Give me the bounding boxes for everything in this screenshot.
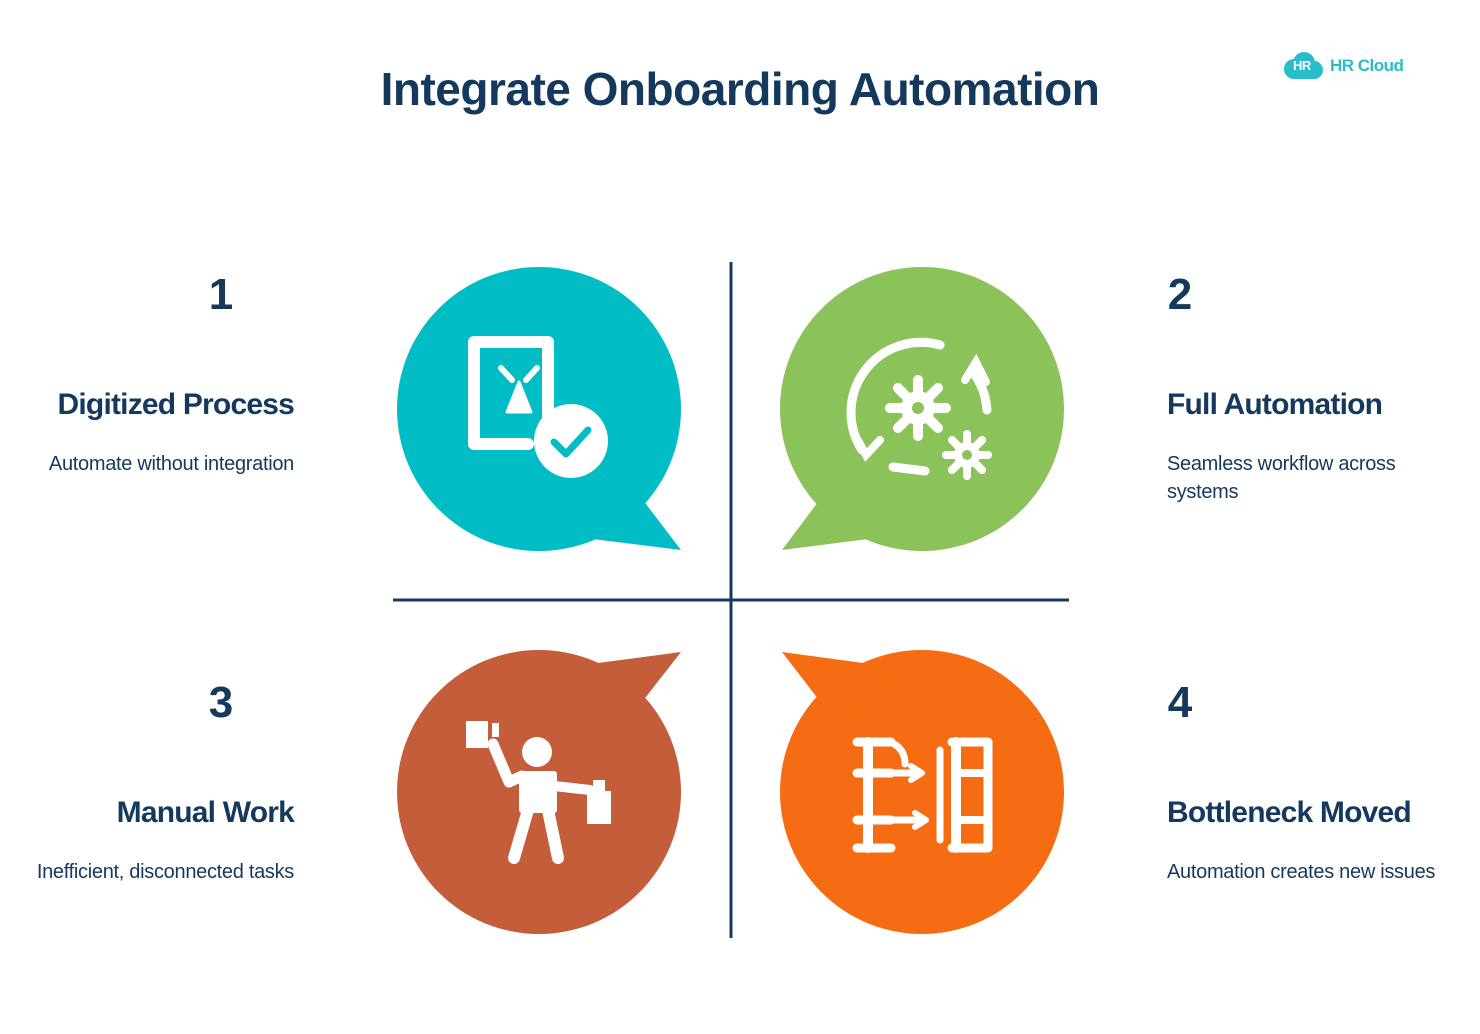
logo-text: HR Cloud	[1330, 56, 1404, 75]
quadrant-1-heading: Digitized Process	[57, 388, 295, 421]
quadrant-3-number: 3	[208, 678, 234, 727]
quadrant-3-heading: Manual Work	[116, 796, 295, 829]
page-title: Integrate Onboarding Automation	[380, 63, 1100, 115]
document-check-icon	[468, 336, 608, 478]
quadrant-4-heading: Bottleneck Moved	[1167, 796, 1412, 829]
person-lifting-boxes-icon	[466, 721, 611, 864]
cloud-logo-icon	[1284, 52, 1323, 79]
quadrant-2-description: Seamless workflow across systems	[1167, 453, 1396, 503]
quadrant-4-bubble	[780, 650, 1064, 934]
gears-cycle-icon	[846, 337, 992, 480]
flow-transfer-icon	[852, 737, 993, 853]
quadrant-2-number: 2	[1167, 270, 1193, 319]
hr-cloud-logo: HR HR Cloud	[1282, 50, 1432, 84]
quadrant-3-description: Inefficient, disconnected tasks	[36, 861, 294, 883]
logo-badge: HR	[1293, 58, 1311, 73]
quadrant-1-description: Automate without integration	[48, 453, 294, 475]
quadrant-4-description: Automation creates new issues	[1167, 861, 1436, 883]
quadrant-2-heading: Full Automation	[1167, 388, 1383, 421]
quadrant-1-bubble	[397, 267, 681, 551]
quadrant-4-number: 4	[1167, 678, 1193, 727]
quadrant-1-number: 1	[208, 270, 234, 319]
